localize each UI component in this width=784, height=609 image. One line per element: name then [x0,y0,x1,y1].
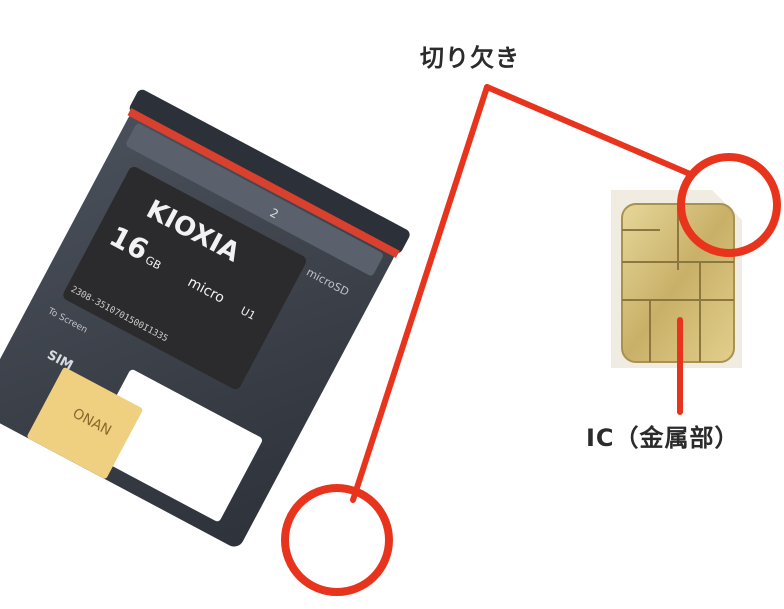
tray-inner-band [126,123,383,276]
notch-pointer-line-left [350,84,490,503]
sim-card-in-tray [27,367,143,479]
sim-tray: 2 KIOXIA 16 GB micro U1 2308-3510701500I… [0,89,410,547]
ic-label: IC（金属部） [586,424,740,452]
notch-pointer-line-right [484,84,693,177]
red-gasket [127,108,400,258]
tray-rim [129,89,410,254]
card-class: U1 [238,304,257,323]
notch-label: 切り欠き [420,44,520,72]
notch-circle-sim [677,153,781,257]
sim-chip [611,190,742,368]
notch-circle-tray [281,484,393,596]
